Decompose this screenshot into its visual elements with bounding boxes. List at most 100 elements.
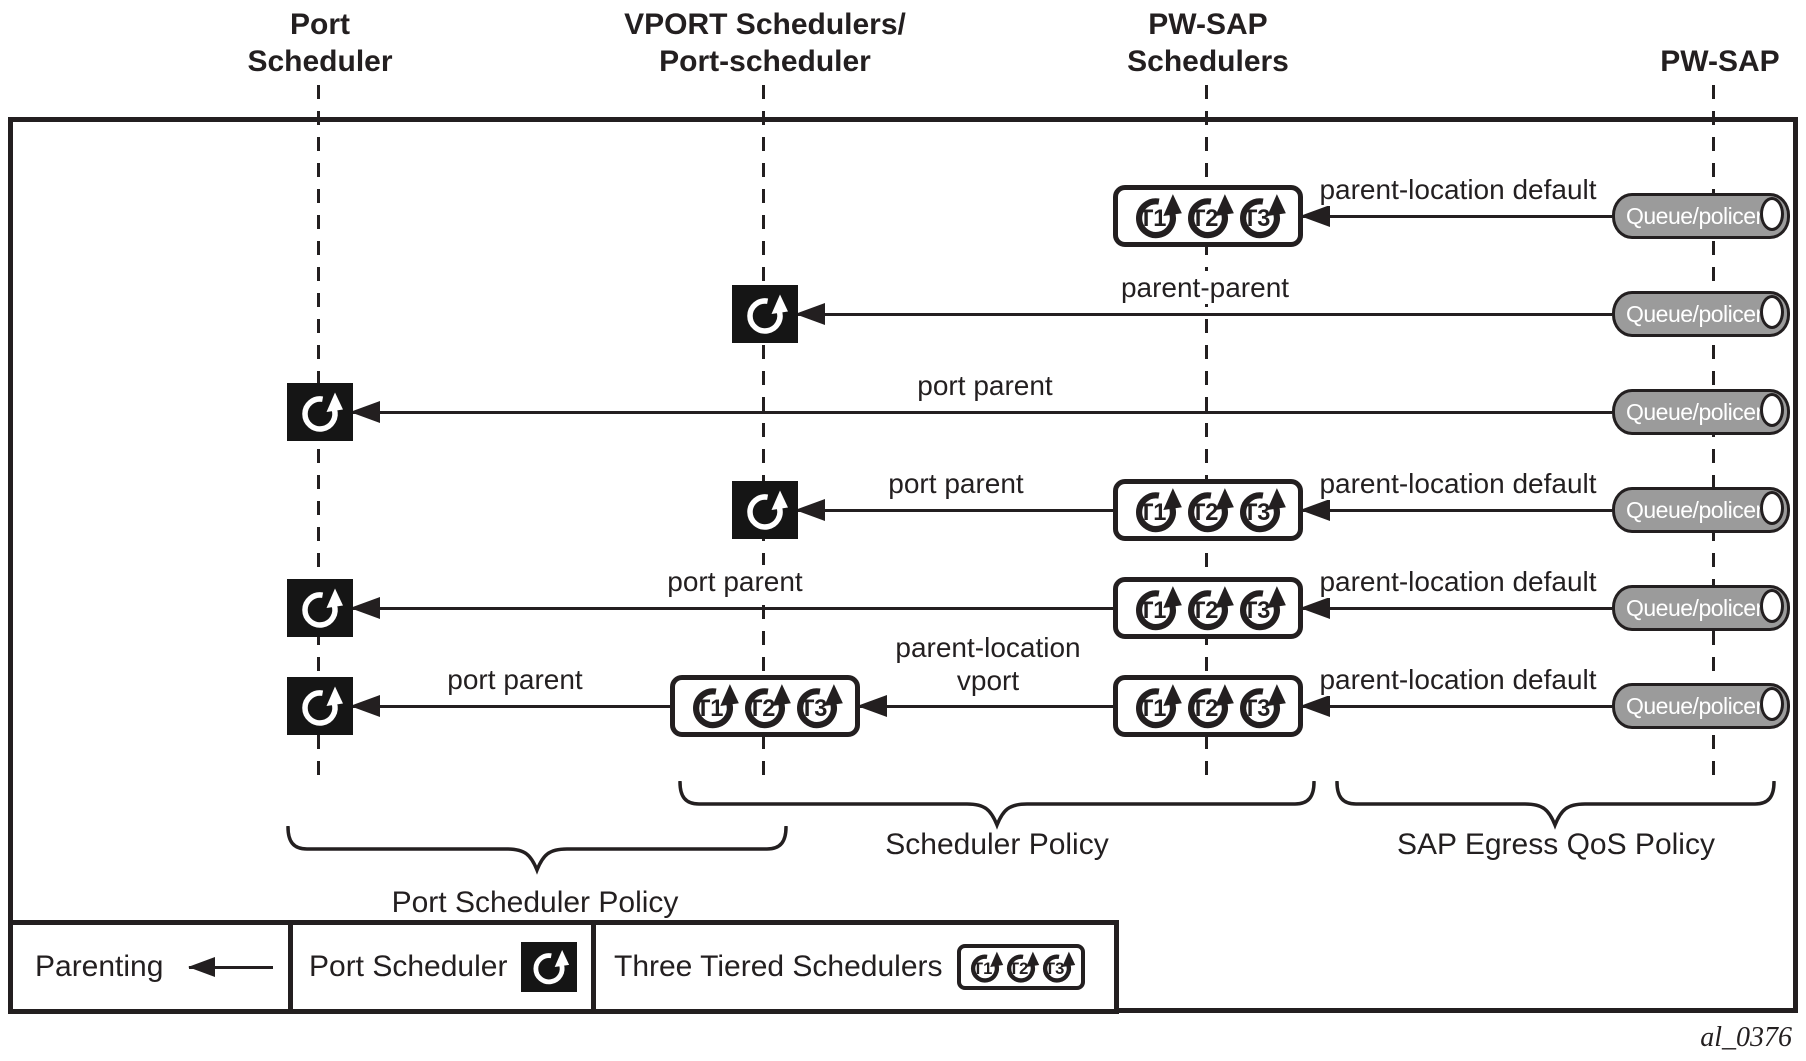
- tier-cycle-icon-t1: T1: [1127, 483, 1185, 537]
- svg-text:T3: T3: [1243, 500, 1271, 526]
- column-header-vport-schedulers: VPORT Schedulers/ Port-scheduler: [624, 6, 906, 80]
- svg-text:T2: T2: [1008, 959, 1027, 978]
- parenting-arrow-icon: [188, 956, 274, 977]
- queue-policer-cylinder: Queue/policer: [1612, 389, 1790, 435]
- svg-text:T2: T2: [1191, 598, 1219, 624]
- arrow-label: parent-location default: [1315, 565, 1601, 598]
- header-line: Port-scheduler: [659, 45, 871, 78]
- parenting-arrow: [350, 695, 670, 717]
- cylinder-cap: [1760, 295, 1784, 329]
- parenting-arrow: [350, 401, 1612, 423]
- legend-port-scheduler-label: Port Scheduler: [309, 950, 508, 983]
- arrow-label: parent-location vport: [891, 631, 1085, 697]
- arrow-label: parent-location default: [1315, 663, 1601, 696]
- arrow-label: port parent: [663, 565, 807, 598]
- arrow-label: parent-location default: [1315, 467, 1601, 500]
- svg-text:T2: T2: [1191, 500, 1219, 526]
- parenting-arrow: [350, 597, 1113, 619]
- arrow-label: port parent: [443, 663, 587, 696]
- arrow-label: port parent: [913, 369, 1057, 402]
- queue-policer-label: Queue/policer: [1626, 203, 1763, 229]
- header-line: PW-SAP: [1148, 8, 1268, 41]
- column-header-pw-sap-schedulers: PW-SAP Schedulers: [1127, 6, 1289, 80]
- tier-cycle-icon-t2: T2: [1179, 483, 1237, 537]
- cycle-arrow-icon: [741, 486, 789, 534]
- cylinder-cap: [1760, 393, 1784, 427]
- queue-policer-label: Queue/policer: [1626, 497, 1763, 523]
- tier-cycle-icon-t1: T1: [965, 948, 1005, 986]
- cycle-arrow-icon: [528, 946, 570, 988]
- queue-policer-cylinder: Queue/policer: [1612, 291, 1790, 337]
- port-scheduler-icon: [287, 579, 353, 637]
- header-line: Scheduler: [247, 45, 393, 78]
- cycle-arrow-icon: [296, 584, 344, 632]
- header-line: Schedulers: [1127, 45, 1289, 78]
- legend-three-tiered-label: Three Tiered Schedulers: [614, 950, 943, 983]
- port-scheduler-icon: [287, 677, 353, 735]
- svg-text:T1: T1: [1139, 206, 1167, 232]
- dashed-guide-pw-sap-schedulers: [1205, 85, 1208, 782]
- svg-text:T3: T3: [1243, 598, 1271, 624]
- svg-text:T2: T2: [1191, 206, 1219, 232]
- cylinder-cap: [1760, 687, 1784, 721]
- svg-text:T2: T2: [748, 696, 776, 722]
- header-line: VPORT Schedulers/: [624, 8, 906, 41]
- cycle-arrow-icon: [296, 388, 344, 436]
- queue-policer-label: Queue/policer: [1626, 595, 1763, 621]
- three-tier-scheduler-box: T1 T2 T3: [1113, 675, 1303, 737]
- parenting-arrow: [1300, 499, 1612, 521]
- arrow-label: parent-parent: [1116, 271, 1294, 304]
- header-line: Port: [290, 8, 350, 41]
- tier-cycle-icon-t1: T1: [1127, 581, 1185, 635]
- svg-text:T2: T2: [1191, 696, 1219, 722]
- column-header-port-scheduler: Port Scheduler: [247, 6, 392, 80]
- arrow-label-line: parent-location: [895, 632, 1081, 663]
- port-scheduler-icon: [521, 942, 578, 992]
- column-header-pw-sap: PW-SAP: [1660, 43, 1779, 80]
- brace-sap-egress-qos-policy: [1335, 781, 1776, 830]
- port-scheduler-icon: [732, 285, 798, 343]
- tier-cycle-icon-t3: T3: [1231, 679, 1289, 733]
- brace-scheduler-policy: [678, 781, 1316, 830]
- cylinder-cap: [1760, 589, 1784, 623]
- legend-cell-parenting: Parenting: [13, 925, 288, 1009]
- legend-parenting-label: Parenting: [35, 950, 164, 983]
- queue-policer-label: Queue/policer: [1626, 399, 1763, 425]
- cycle-arrow-icon: [296, 682, 344, 730]
- tier-cycle-icon-t2: T2: [1001, 948, 1041, 986]
- parenting-arrow: [1300, 695, 1612, 717]
- svg-text:T1: T1: [1139, 598, 1167, 624]
- queue-policer-cylinder: Queue/policer: [1612, 585, 1790, 631]
- figure-id-label: al_0376: [1700, 1022, 1792, 1053]
- svg-text:T3: T3: [1044, 959, 1063, 978]
- arrow-label-line: vport: [956, 665, 1020, 696]
- tier-cycle-icon-t2: T2: [736, 679, 794, 733]
- svg-text:T3: T3: [1243, 206, 1271, 232]
- arrow-label: port parent: [884, 467, 1028, 500]
- dashed-guide-vport-schedulers: [762, 85, 765, 782]
- cylinder-cap: [1760, 491, 1784, 525]
- brace-label-sap-egress-qos-policy: SAP Egress QoS Policy: [1397, 828, 1715, 861]
- three-tier-scheduler-box: T1 T2 T3: [1113, 479, 1303, 541]
- tier-cycle-icon-t2: T2: [1179, 679, 1237, 733]
- tier-cycle-icon-t2: T2: [1179, 581, 1237, 635]
- tier-cycle-icon-t1: T1: [1127, 679, 1185, 733]
- port-scheduler-icon: [287, 383, 353, 441]
- queue-policer-label: Queue/policer: [1626, 301, 1763, 327]
- svg-text:T1: T1: [696, 696, 724, 722]
- three-tier-scheduler-box: T1 T2 T3: [956, 944, 1085, 990]
- queue-policer-cylinder: Queue/policer: [1612, 683, 1790, 729]
- brace-label-scheduler-policy: Scheduler Policy: [885, 828, 1109, 861]
- tier-cycle-icon-t1: T1: [684, 679, 742, 733]
- parenting-arrow: [1300, 205, 1612, 227]
- svg-text:T1: T1: [1139, 500, 1167, 526]
- queue-policer-cylinder: Queue/policer: [1612, 487, 1790, 533]
- tier-cycle-icon-t3: T3: [1231, 189, 1289, 243]
- legend-box: Parenting Port Scheduler Three Tiered Sc…: [8, 920, 1119, 1014]
- tier-cycle-icon-t1: T1: [1127, 189, 1185, 243]
- three-tier-scheduler-box: T1 T2 T3: [1113, 185, 1303, 247]
- tier-cycle-icon-t3: T3: [788, 679, 846, 733]
- arrow-label: parent-location default: [1315, 173, 1601, 206]
- svg-text:T1: T1: [972, 959, 991, 978]
